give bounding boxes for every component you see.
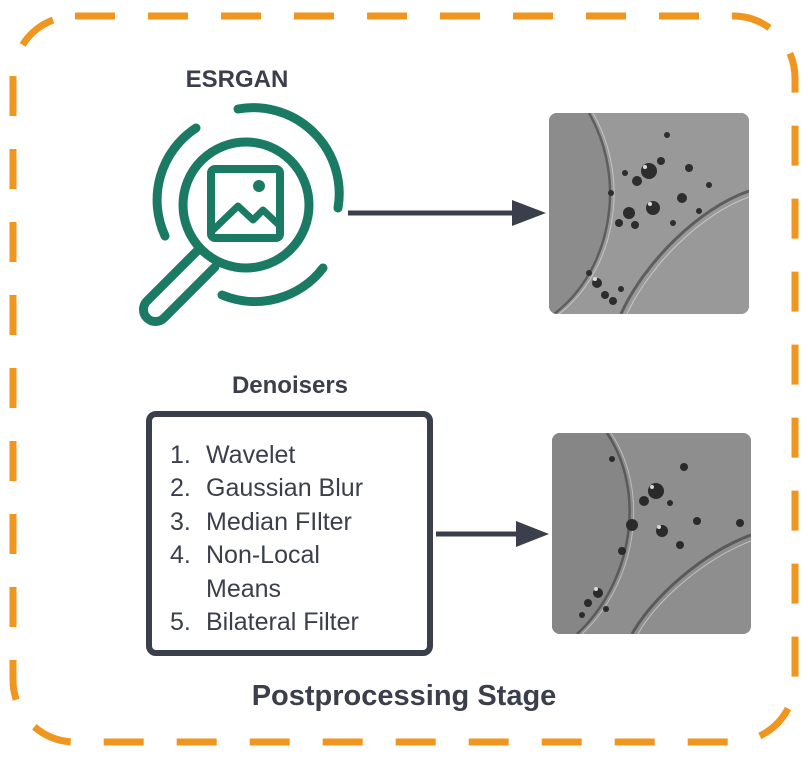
stage-border <box>9 12 799 746</box>
list-item: 2.Gaussian Blur <box>170 474 364 503</box>
arrow-esrgan-to-image <box>348 200 546 226</box>
list-item: 3.Median FIlter <box>170 507 352 536</box>
esrgan-output-micrograph <box>549 113 749 314</box>
denoised-output-micrograph <box>552 433 751 634</box>
esrgan-title: ESRGAN <box>185 66 289 93</box>
stage-title: Postprocessing Stage <box>251 680 557 712</box>
list-item: 4.Non-Local Means <box>170 541 320 603</box>
denoisers-title: Denoisers <box>231 372 349 399</box>
magnifier-image-icon <box>139 103 344 326</box>
list-item: 5.Bilateral Filter <box>170 608 359 637</box>
arrow-denoisers-to-image <box>436 521 549 547</box>
denoisers-list: 1.Wavelet 2.Gaussian Blur 3.Median FIlte… <box>170 439 406 639</box>
list-item: 1.Wavelet <box>170 441 296 469</box>
denoisers-list-box: 1.Wavelet 2.Gaussian Blur 3.Median FIlte… <box>146 411 433 656</box>
